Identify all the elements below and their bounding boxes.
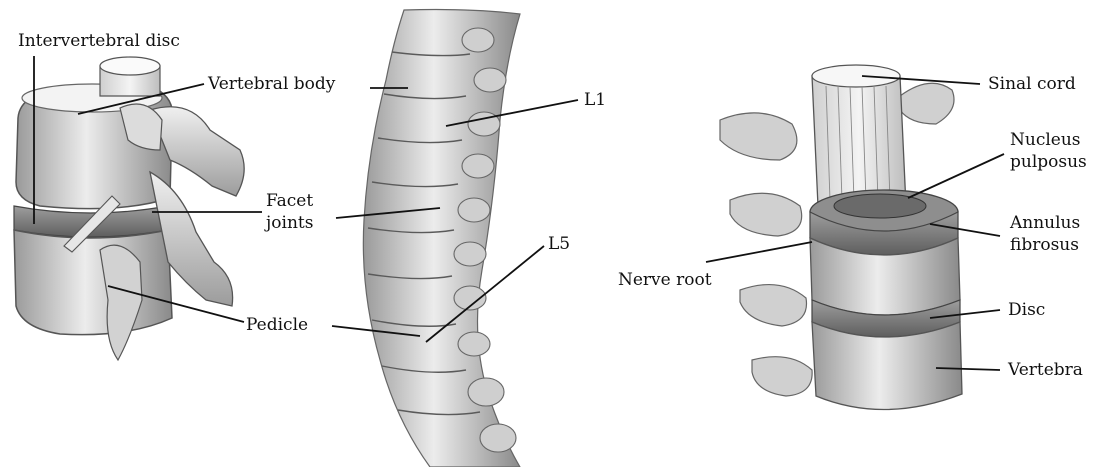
- leader-nucleus-pulposus: [908, 154, 1004, 198]
- label-spinal-cord: Sinal cord: [988, 73, 1076, 95]
- label-annulus-fibrosus-line2: fibrosus: [1010, 234, 1080, 256]
- label-nucleus-pulposus: Nucleus pulposus: [1010, 129, 1087, 173]
- label-vertebra: Vertebra: [1008, 359, 1083, 381]
- label-intervertebral-disc: Intervertebral disc: [18, 30, 180, 52]
- leader-nerve-root: [706, 242, 812, 262]
- label-facet-joints-line1: Facet: [266, 190, 313, 212]
- label-facet-joints-line2: joints: [266, 212, 313, 234]
- disc-section-illustration: [720, 65, 962, 410]
- label-facet-joints: Facet joints: [266, 190, 313, 234]
- label-annulus-fibrosus: Annulus fibrosus: [1010, 212, 1080, 256]
- label-annulus-fibrosus-line1: Annulus: [1010, 212, 1080, 234]
- label-disc: Disc: [1008, 299, 1045, 321]
- label-vertebral-body: Vertebral body: [208, 73, 335, 95]
- label-nerve-root: Nerve root: [618, 269, 712, 291]
- label-pedicle: Pedicle: [246, 314, 308, 336]
- label-l5: L5: [548, 233, 570, 255]
- label-nucleus-pulposus-line2: pulposus: [1010, 151, 1087, 173]
- spine-column-illustration: [363, 10, 520, 467]
- label-nucleus-pulposus-line1: Nucleus: [1010, 129, 1087, 151]
- label-l1: L1: [584, 89, 606, 111]
